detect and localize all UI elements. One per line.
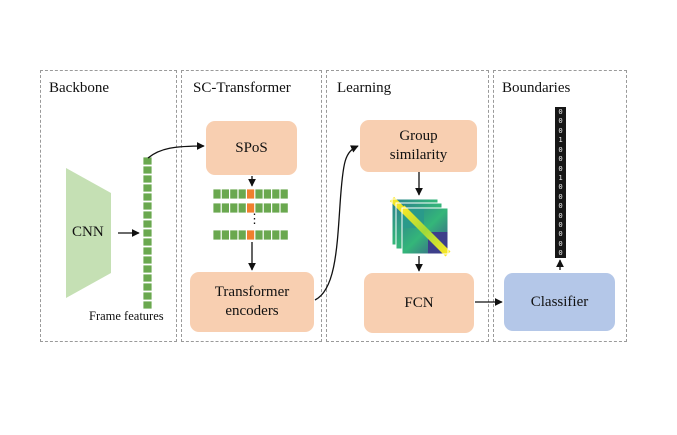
token-cell xyxy=(212,202,222,214)
boundary-bit: 1 xyxy=(558,172,563,182)
transformer-encoders-block: Transformer encoders xyxy=(190,272,314,332)
token-cell-highlight xyxy=(246,229,256,241)
sc-transformer-panel xyxy=(181,70,322,342)
boundary-bit: 0 xyxy=(558,116,563,126)
arrow-features-to-spos xyxy=(147,142,205,159)
fcn-label: FCN xyxy=(404,294,434,311)
cnn-trapezoid xyxy=(66,168,111,298)
token-ellipsis: ⋮ xyxy=(248,211,261,226)
token-cell xyxy=(220,202,230,214)
classifier-label: Classifier xyxy=(530,293,589,310)
token-cell xyxy=(220,229,230,241)
token-cell xyxy=(262,188,272,200)
similarity-heatmap-front xyxy=(399,205,451,257)
token-cell xyxy=(254,229,264,241)
frame-feature-cell xyxy=(142,291,153,301)
frame-feature-cell xyxy=(142,246,153,256)
group-similarity-block: Group similarity xyxy=(360,120,477,172)
token-cell xyxy=(212,188,222,200)
frame-feature-cell xyxy=(142,192,153,202)
token-cell xyxy=(237,188,247,200)
classifier-block: Classifier xyxy=(504,273,615,331)
spos-block: SPoS xyxy=(206,121,297,175)
token-rows xyxy=(212,188,289,241)
arrow-encoders-to-group-similarity xyxy=(314,145,359,301)
token-cell xyxy=(271,202,281,214)
boundary-bit: 0 xyxy=(558,201,563,211)
token-cell xyxy=(237,202,247,214)
fcn-block: FCN xyxy=(364,273,474,333)
token-cell xyxy=(279,188,289,200)
group-similarity-label: Group similarity xyxy=(389,128,448,163)
frame-feature-cell xyxy=(142,237,153,247)
token-cell xyxy=(212,229,222,241)
token-cell xyxy=(229,229,239,241)
boundary-bit: 0 xyxy=(558,210,563,220)
frame-feature-cell xyxy=(142,183,153,193)
frame-feature-cell xyxy=(142,228,153,238)
boundary-bit: 0 xyxy=(558,107,563,116)
boundary-bit: 1 xyxy=(558,135,563,145)
token-cell xyxy=(271,229,281,241)
boundaries-title: Boundaries xyxy=(502,80,571,96)
boundary-bit: 0 xyxy=(558,125,563,135)
token-cell xyxy=(220,188,230,200)
frame-feature-cell xyxy=(142,201,153,211)
token-cell xyxy=(279,229,289,241)
boundary-bit: 0 xyxy=(558,154,563,164)
token-cell xyxy=(262,202,272,214)
frame-feature-cell xyxy=(142,156,153,166)
token-cell xyxy=(262,229,272,241)
spos-label: SPoS xyxy=(235,139,268,156)
boundary-bit: 0 xyxy=(558,163,563,173)
frame-feature-cell xyxy=(142,255,153,265)
frame-feature-cell xyxy=(142,174,153,184)
frame-features-label: Frame features xyxy=(89,309,164,323)
frame-feature-cell xyxy=(142,273,153,283)
backbone-panel xyxy=(40,70,177,342)
boundary-bit: 0 xyxy=(558,248,563,258)
frame-feature-cell xyxy=(142,264,153,274)
token-cell-highlight xyxy=(246,188,256,200)
boundary-bit: 0 xyxy=(558,220,563,230)
learning-panel xyxy=(326,70,489,342)
frame-feature-cell xyxy=(142,219,153,229)
token-cell xyxy=(229,202,239,214)
frame-feature-cell xyxy=(142,165,153,175)
frame-feature-cell xyxy=(142,210,153,220)
frame-feature-cell xyxy=(142,282,153,292)
token-cell xyxy=(271,188,281,200)
token-cell xyxy=(279,202,289,214)
boundary-bit: 0 xyxy=(558,238,563,248)
cnn-label: CNN xyxy=(72,224,104,240)
frame-feature-column xyxy=(142,156,153,310)
boundary-bit: 0 xyxy=(558,182,563,192)
sc-transformer-title: SC-Transformer xyxy=(193,80,291,96)
boundary-bit: 0 xyxy=(558,144,563,154)
token-cell xyxy=(237,229,247,241)
token-cell xyxy=(254,188,264,200)
learning-title: Learning xyxy=(337,80,392,96)
boundary-bit: 0 xyxy=(558,191,563,201)
frame-feature-cell xyxy=(142,300,153,310)
boundaries-panel xyxy=(493,70,627,342)
boundary-bit: 0 xyxy=(558,229,563,239)
transformer-encoders-label: Transformer encoders xyxy=(214,284,290,319)
backbone-title: Backbone xyxy=(49,80,109,96)
token-cell xyxy=(229,188,239,200)
